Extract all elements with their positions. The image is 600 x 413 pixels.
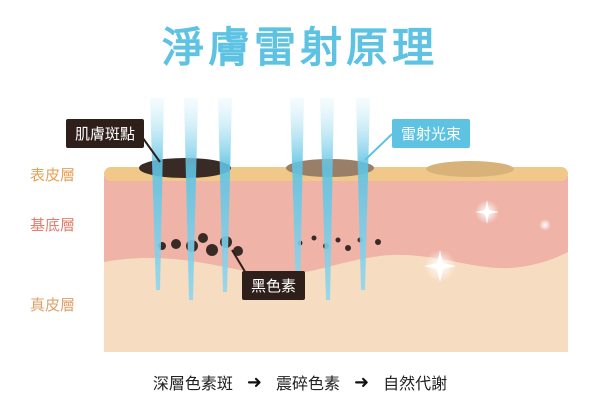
dermis-layer bbox=[104, 252, 568, 352]
callout-melanin: 黑色素 bbox=[242, 271, 306, 300]
laser-beam-group-right bbox=[290, 98, 370, 300]
sparkle-icon bbox=[424, 250, 456, 282]
process-step-2: 震碎色素 bbox=[275, 374, 340, 393]
arrow-right-icon: ➜ bbox=[246, 371, 262, 393]
callout-laser-beam: 雷射光束 bbox=[392, 119, 471, 148]
callout-line-beam bbox=[364, 133, 393, 161]
sparkle-icon bbox=[475, 200, 499, 224]
callout-skin-spot: 肌膚斑點 bbox=[66, 119, 145, 148]
label-dermis: 真皮層 bbox=[30, 296, 76, 314]
arrow-right-icon: ➜ bbox=[354, 371, 370, 393]
process-flow: 深層色素斑 ➜ 震碎色素 ➜ 自然代謝 bbox=[0, 370, 600, 394]
process-step-3: 自然代謝 bbox=[383, 374, 448, 393]
laser-beam-group-left bbox=[150, 98, 232, 300]
label-epidermis: 表皮層 bbox=[30, 166, 76, 184]
sparkle-icon bbox=[539, 219, 551, 231]
label-basal: 基底層 bbox=[30, 216, 76, 234]
page-title: 淨膚雷射原理 bbox=[161, 23, 438, 72]
skin-spot bbox=[426, 161, 514, 177]
process-step-1: 深層色素斑 bbox=[152, 374, 233, 393]
